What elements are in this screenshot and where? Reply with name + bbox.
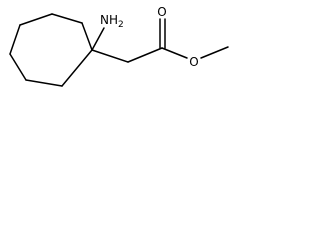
c-ch2-bond (91, 49, 129, 63)
ring-bond (51, 13, 83, 24)
amine-symbol: NH (100, 13, 118, 27)
carbonyl-oxygen-label: O (157, 5, 166, 19)
ring-bond (25, 79, 63, 87)
ring-bond (9, 24, 21, 55)
ring-bond (9, 53, 27, 81)
c-n-bond (91, 27, 105, 51)
ring-bond (81, 22, 93, 51)
ester-oxygen-label: O (189, 55, 198, 69)
ring-bond (19, 13, 53, 26)
ring-bond (61, 49, 93, 87)
carbonyl-ester-o-bond (161, 47, 188, 59)
chemical-structure-diagram: NH2 O O (9, 5, 229, 87)
cycloheptane-ring (9, 13, 93, 87)
amine-label: NH2 (100, 13, 124, 30)
carbonyl-double-bond (159, 18, 166, 49)
ch2-carbonyl-bond (127, 47, 163, 63)
amine-h-count: 2 (118, 20, 124, 30)
ester-o-methyl-bond (200, 46, 229, 59)
